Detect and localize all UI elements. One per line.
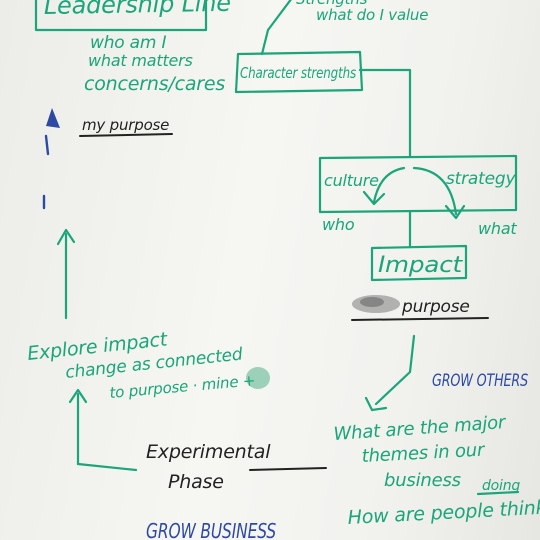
my-purpose-label: my purpose xyxy=(82,116,169,134)
blue-triangle-arrow-icon xyxy=(46,108,60,128)
purpose-underline xyxy=(351,317,489,321)
major-themes-line-2: themes in our xyxy=(361,440,486,467)
experimental-bracket xyxy=(76,462,138,472)
leadership-line-box xyxy=(34,0,208,32)
blue-dash-mark-2 xyxy=(44,134,50,156)
experimental-label: Experimental xyxy=(146,441,271,463)
my-purpose-underline xyxy=(79,133,173,137)
impact-label: Impact xyxy=(378,253,464,278)
who-am-i: who am I xyxy=(90,33,166,53)
strategy-label: strategy xyxy=(446,169,516,189)
culture-strategy-box xyxy=(318,154,518,214)
curve-arrow-right xyxy=(412,166,458,216)
what-matters: what matters xyxy=(88,51,193,70)
leadership-line-label: Leadership Line xyxy=(44,0,231,20)
who-label: who xyxy=(322,215,355,234)
purpose-label: purpose xyxy=(401,297,470,317)
phase-label: Phase xyxy=(168,471,224,493)
curve-arrow-left xyxy=(372,166,406,204)
grow-others-label: GROW OTHERS xyxy=(432,371,528,391)
arrow-to-themes xyxy=(374,334,416,406)
top-right-note-line-2: what do I value xyxy=(316,6,428,24)
connector-right-down xyxy=(358,68,412,158)
connector-top-right xyxy=(260,0,292,56)
what-label: what xyxy=(478,219,517,238)
character-strengths-box xyxy=(234,50,364,94)
experimental-line xyxy=(249,467,327,471)
culture-label: culture xyxy=(324,171,379,190)
smudge-green xyxy=(246,367,270,389)
major-themes-line-3: business xyxy=(384,470,461,491)
top-right-note-line-1: Strengths xyxy=(296,0,368,8)
impact-box xyxy=(370,244,468,282)
grow-business-label: GROW BUSINESS xyxy=(146,519,276,540)
concerns-cares: concerns/cares xyxy=(84,73,225,95)
doing-label: doing xyxy=(482,478,520,494)
people-thinking: How are people thinking xyxy=(347,495,540,529)
character-strengths-label: Character strengths xyxy=(240,64,356,82)
